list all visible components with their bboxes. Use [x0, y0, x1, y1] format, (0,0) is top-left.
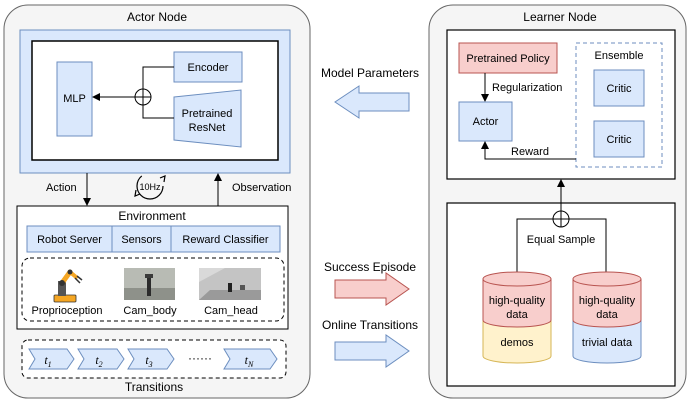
cam-body-label: Cam_body	[123, 305, 177, 317]
encoder-connector	[142, 66, 174, 89]
learner-actor-box	[458, 101, 513, 142]
svg-text:tN: tN	[245, 353, 254, 369]
learner-actor-label: Actor	[473, 116, 499, 128]
mlp-box	[56, 61, 93, 137]
sensors-box	[111, 225, 172, 253]
critic-label-1: Critic	[606, 83, 632, 95]
regularization-label: Regularization	[492, 82, 562, 94]
success-episode-arrow	[334, 272, 410, 306]
actor-node-title: Actor Node	[127, 10, 187, 24]
demos-hq-label-line2: data	[506, 309, 528, 321]
reward-arrow	[481, 141, 576, 160]
reward-classifier-label: Reward Classifier	[182, 234, 269, 246]
demos-hq-label-line1: high-quality	[489, 295, 546, 307]
trivial-hq-label-line1: high-quality	[579, 295, 636, 307]
clock-cycle-icon	[134, 172, 166, 200]
proprioception-label: Proprioception	[32, 305, 103, 317]
learner-node-title: Learner Node	[523, 10, 597, 24]
demos-label: demos	[500, 337, 534, 349]
environment-title: Environment	[118, 209, 186, 223]
encoder-label: Encoder	[188, 62, 229, 74]
pretrained-resnet-label-line2: ResNet	[189, 122, 226, 134]
pretrained-resnet-trapezoid	[173, 89, 242, 148]
transition-n: tN	[223, 348, 278, 370]
pretrained-policy-box	[458, 42, 558, 74]
critic-box-2	[593, 120, 645, 158]
mlp-label: MLP	[63, 93, 86, 105]
model-parameters-arrow	[334, 85, 410, 119]
robot-server-box	[26, 225, 113, 253]
svg-text:t1: t1	[44, 353, 51, 369]
cam-head-label: Cam_head	[204, 305, 258, 317]
ensemble-title: Ensemble	[595, 50, 644, 62]
svg-text:t2: t2	[95, 353, 102, 369]
trivial-data-label: trivial data	[582, 337, 633, 349]
success-episode-label: Success Episode	[324, 260, 416, 274]
demos-buffer-cylinder	[482, 271, 552, 364]
transition-1: t1	[28, 348, 75, 370]
encoder-box	[173, 51, 243, 83]
transitions-label: Transitions	[125, 380, 183, 394]
trivial-connector	[569, 218, 607, 272]
pretrained-policy-label: Pretrained Policy	[466, 53, 550, 65]
trivial-buffer-cylinder	[572, 271, 642, 364]
equal-sample-label: Equal Sample	[527, 234, 596, 246]
online-transitions-label: Online Transitions	[322, 318, 418, 332]
clock-label: 10Hz	[139, 182, 161, 192]
observation-label: Observation	[232, 182, 291, 194]
robot-server-label: Robot Server	[37, 234, 102, 246]
robot-arm-icon	[53, 269, 83, 303]
critic-box-1	[593, 69, 645, 107]
pretrained-resnet-label-line1: Pretrained	[182, 108, 233, 120]
cam-body-image	[124, 268, 175, 300]
model-parameters-label: Model Parameters	[321, 66, 419, 80]
reward-label: Reward	[511, 146, 549, 158]
critic-label-2: Critic	[606, 134, 632, 146]
demos-connector	[516, 218, 553, 272]
transition-2: t2	[77, 348, 125, 370]
transitions-ellipsis: ······	[188, 351, 212, 365]
sensors-label: Sensors	[121, 234, 162, 246]
reward-classifier-box	[170, 225, 281, 253]
svg-text:t3: t3	[145, 353, 152, 369]
transition-3: t3	[127, 348, 175, 370]
cam-head-image	[199, 268, 261, 300]
trivial-hq-label-line2: data	[596, 309, 618, 321]
resnet-connector	[142, 105, 174, 119]
action-label: Action	[46, 182, 77, 194]
online-transitions-arrow	[334, 334, 410, 368]
